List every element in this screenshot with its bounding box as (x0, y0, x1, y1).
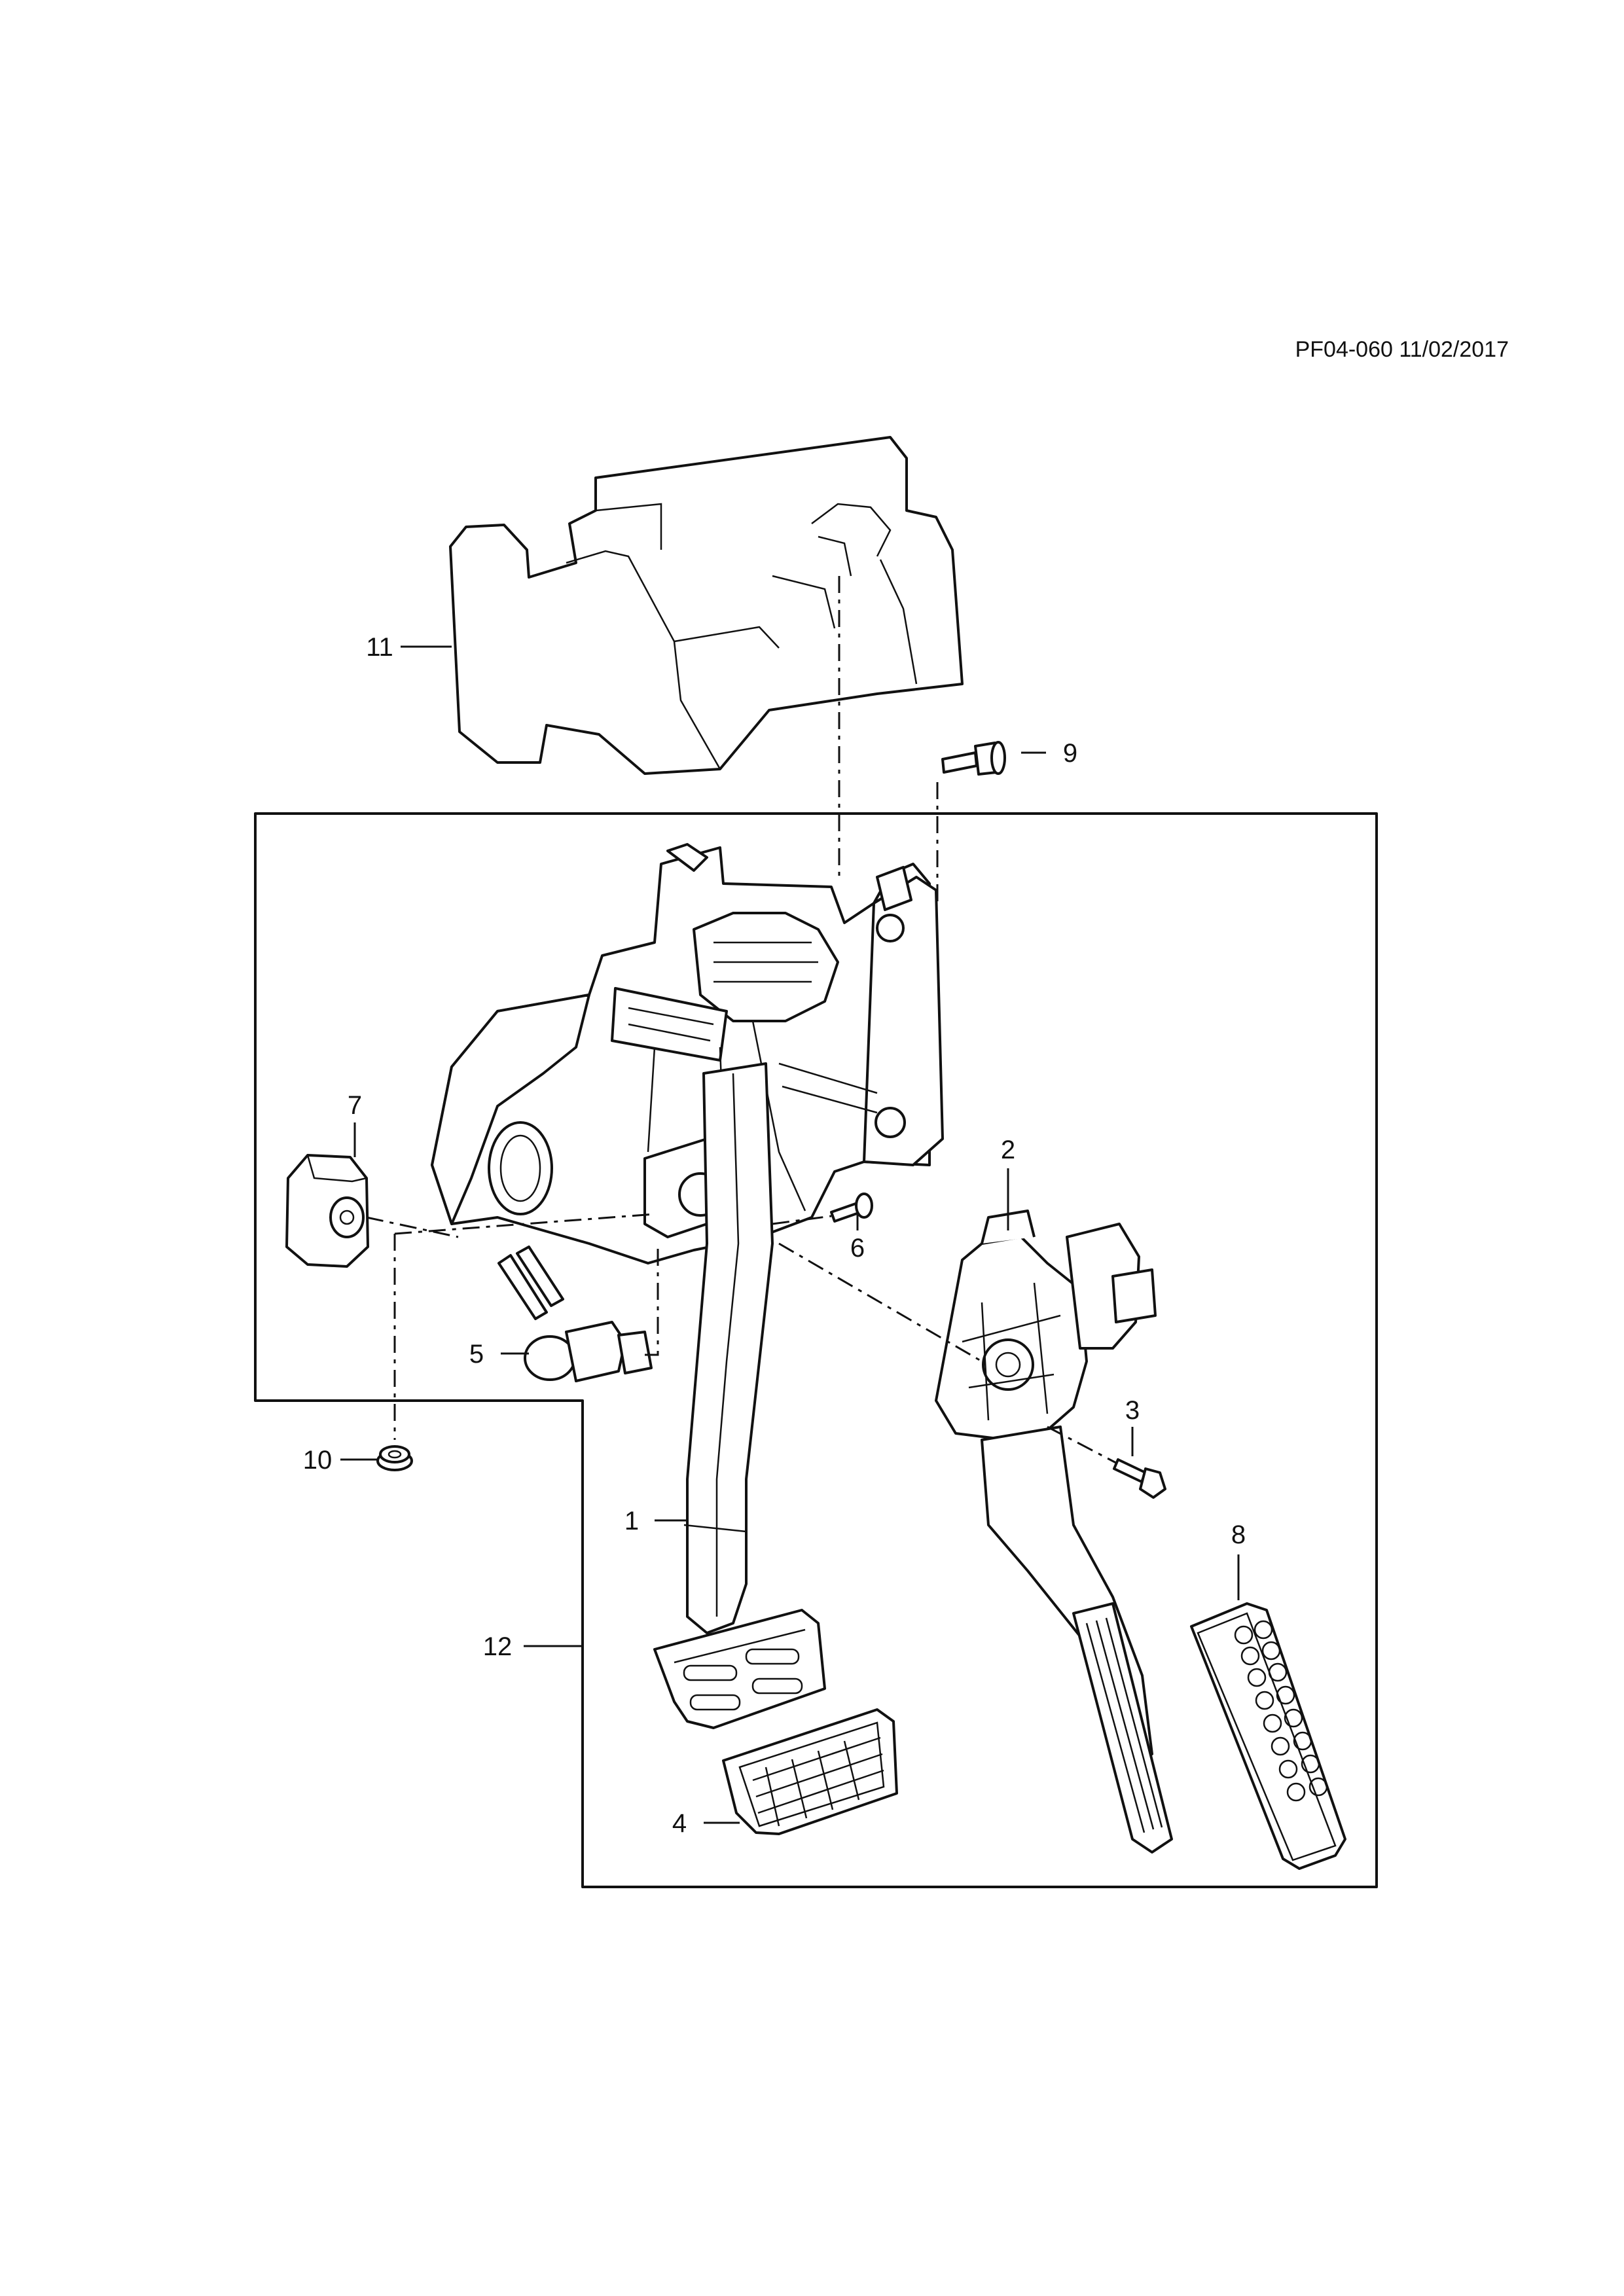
callout-5: 5 (469, 1340, 484, 1369)
part-5-sensor (497, 1246, 653, 1382)
leader-lines (340, 645, 1240, 1824)
assembly-outline-box (254, 812, 1378, 1888)
callout-3: 3 (1125, 1396, 1140, 1425)
callout-9: 9 (1063, 739, 1077, 768)
callout-4: 4 (672, 1809, 687, 1838)
part-11-insulator (449, 436, 964, 775)
assembly-lines (366, 576, 1117, 1464)
callout-1: 1 (624, 1507, 639, 1535)
callout-10: 10 (303, 1446, 333, 1475)
callout-12: 12 (483, 1632, 513, 1661)
part-8-pedal-pad (1190, 1602, 1346, 1870)
callout-11: 11 (366, 633, 393, 662)
part-10-nut (376, 1445, 413, 1471)
part-6-screw (830, 1193, 873, 1223)
callout-6: 6 (850, 1234, 865, 1263)
part-2-accelerator-module (935, 1210, 1173, 1854)
part-3-bolt (1113, 1458, 1166, 1499)
callout-2: 2 (1001, 1136, 1015, 1164)
part-1-pedal-arm (653, 1062, 826, 1729)
callout-8: 8 (1231, 1520, 1246, 1549)
part-7-switch (285, 1154, 369, 1268)
part-4-pedal-pad (722, 1708, 898, 1835)
pedal-box-bracket (431, 843, 944, 1265)
callout-7: 7 (348, 1091, 362, 1120)
drawing-reference: PF04-060 11/02/2017 (1295, 337, 1509, 362)
part-9-bolt (941, 741, 1006, 776)
